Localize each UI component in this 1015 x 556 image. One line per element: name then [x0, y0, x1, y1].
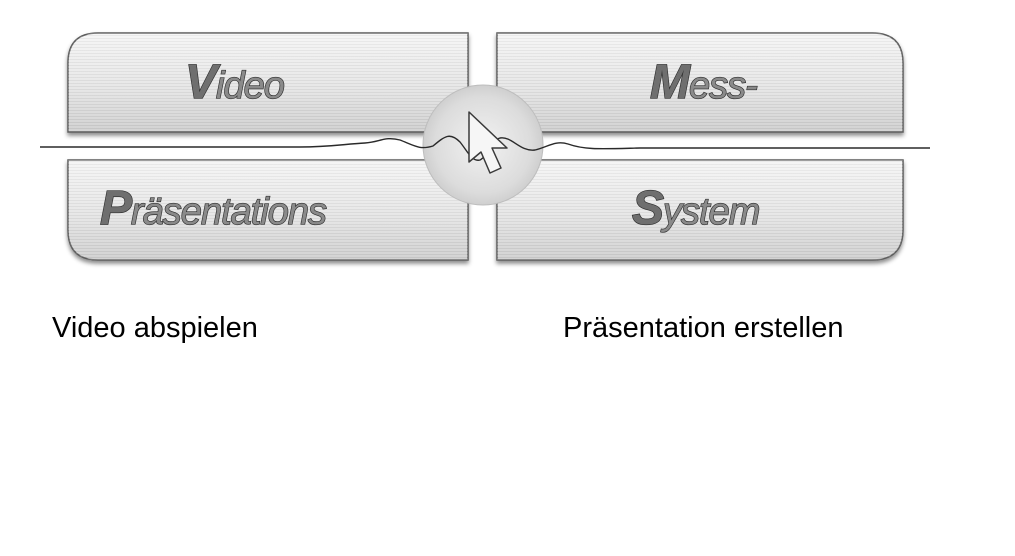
logo-word-praesentations: Präsentations: [100, 182, 327, 235]
logo-tile-top-left: [67, 32, 469, 133]
logo-tile-top-right: [496, 32, 904, 133]
cursor-icon: [468, 111, 508, 174]
logo-tile-bottom-left: [67, 159, 469, 261]
app-logo: Video Mess- Präsentations System: [40, 32, 930, 261]
logo-word-video: Video: [185, 56, 284, 109]
logo-word-system: System: [632, 182, 759, 235]
play-video-link[interactable]: Video abspielen: [52, 312, 258, 344]
logo-tile-bottom-right: [496, 159, 904, 261]
logo-word-mess: Mess-: [650, 56, 757, 109]
create-presentation-link[interactable]: Präsentation erstellen: [563, 312, 844, 344]
